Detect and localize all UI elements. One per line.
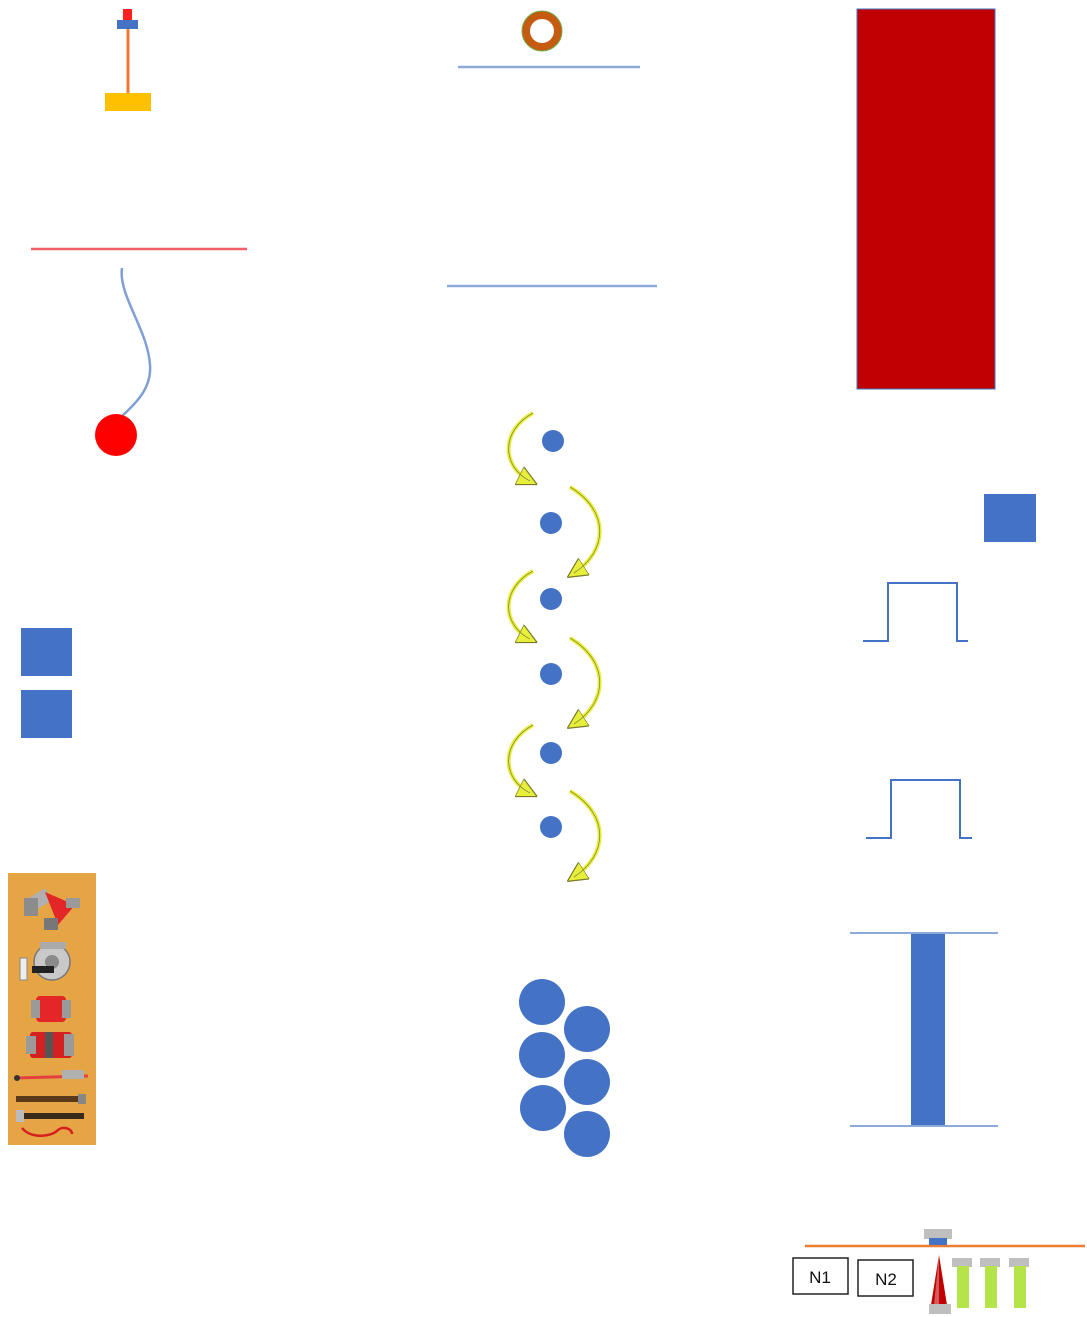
n2-label: N2	[875, 1270, 897, 1289]
plumb-bob-icon	[105, 9, 151, 111]
toolbox-icon	[8, 873, 96, 1145]
zigzag-dot	[540, 512, 562, 534]
curved-arrow-icon	[509, 413, 533, 481]
blue-square-left-1	[21, 628, 72, 676]
blue-square-left-2	[21, 690, 72, 738]
curved-arrow-icon	[509, 571, 533, 639]
red-block	[857, 9, 995, 389]
square-pulse-icon-2	[866, 780, 972, 838]
ring-icon	[522, 11, 562, 51]
circle-cluster	[519, 979, 610, 1157]
square-pulse-icon	[863, 583, 968, 641]
curved-arrow-icon	[570, 638, 600, 724]
conveyor-icon: N1 N2	[793, 1229, 1085, 1314]
zigzag-dots	[509, 413, 600, 877]
zigzag-dot	[540, 588, 562, 610]
pendulum-icon	[95, 268, 150, 456]
i-beam-icon	[850, 933, 998, 1127]
zigzag-dot	[540, 742, 562, 764]
zigzag-dot	[540, 816, 562, 838]
n1-label: N1	[809, 1268, 831, 1287]
blue-square-right	[984, 494, 1036, 542]
zigzag-dot	[540, 663, 562, 685]
curved-arrow-icon	[570, 487, 600, 573]
curved-arrow-icon	[509, 725, 533, 793]
zigzag-dot	[542, 430, 564, 452]
curved-arrow-icon	[570, 791, 600, 877]
